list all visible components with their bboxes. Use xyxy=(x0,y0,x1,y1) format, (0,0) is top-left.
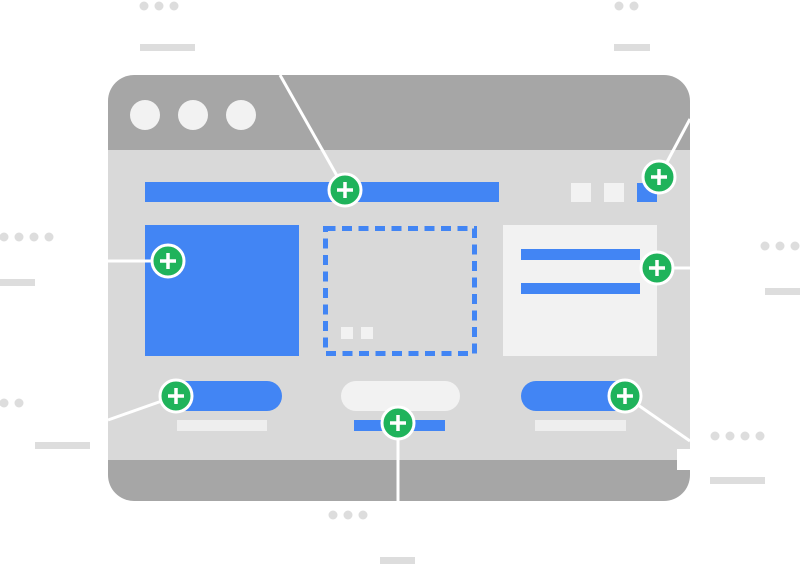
annotation-markers xyxy=(150,159,677,441)
window-button-close-icon[interactable] xyxy=(130,100,160,130)
marker-toolbar-plus-icon[interactable] xyxy=(641,159,677,195)
marker-header-plus-vertical xyxy=(343,182,347,198)
callout-tab xyxy=(677,449,707,470)
marker-header-plus-icon[interactable] xyxy=(327,172,363,208)
caption-placeholder-right xyxy=(535,420,626,431)
callout-right-top xyxy=(760,241,800,295)
marker-button-right-plus-vertical xyxy=(623,388,627,404)
marker-caption-plus-vertical xyxy=(396,415,400,431)
text-line-1 xyxy=(521,249,640,260)
dropzone-border xyxy=(323,226,477,356)
marker-toolbar-plus-vertical xyxy=(657,169,661,185)
marker-caption-plus-icon[interactable] xyxy=(380,405,416,441)
window-controls xyxy=(130,100,256,130)
callout-left-top xyxy=(0,232,54,286)
placeholder-dropzone[interactable] xyxy=(323,226,477,356)
marker-button-right-plus-icon[interactable] xyxy=(607,378,643,414)
window-button-minimize-icon[interactable] xyxy=(178,100,208,130)
leader-line-header xyxy=(278,74,347,191)
window-button-maximize-icon[interactable] xyxy=(226,100,256,130)
marker-image-plus-icon[interactable] xyxy=(150,243,186,279)
marker-button-left-plus-icon[interactable] xyxy=(158,378,194,414)
callout-right-bottom xyxy=(710,431,765,484)
caption-placeholder-left xyxy=(177,420,267,431)
dropzone-square-icon-2 xyxy=(361,327,373,339)
marker-panel-plus-icon[interactable] xyxy=(639,250,675,286)
toolbar-square-icon-2[interactable] xyxy=(604,183,624,202)
dropzone-square-icon-1 xyxy=(341,327,353,339)
marker-image-plus-vertical xyxy=(166,253,170,269)
callout-top-right xyxy=(614,1,650,51)
callout-top-left xyxy=(139,1,195,51)
marker-button-left-plus-vertical xyxy=(174,388,178,404)
button-secondary-center[interactable] xyxy=(341,381,460,411)
toolbar-square-icon-1[interactable] xyxy=(571,183,591,202)
callout-bottom xyxy=(328,510,415,564)
callout-left-bottom xyxy=(0,398,90,449)
marker-panel-plus-vertical xyxy=(655,260,659,276)
header-bar xyxy=(145,182,499,202)
text-panel xyxy=(503,225,657,356)
text-line-2 xyxy=(521,283,640,294)
